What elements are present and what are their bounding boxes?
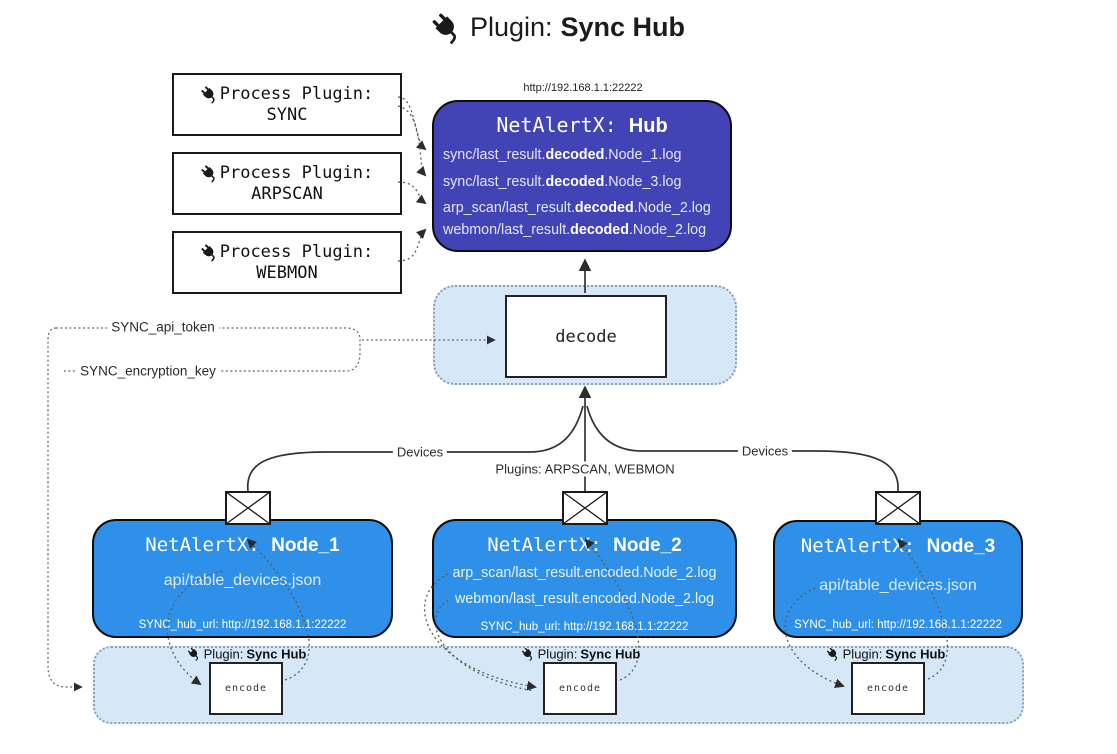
node1-hub-url: SYNC_hub_url: http://192.168.1.1:22222 (138, 619, 347, 631)
plug-icon (197, 240, 221, 264)
hub-box: NetAlertX: Hub sync/last_result.decoded.… (432, 100, 732, 252)
page-title: Plugin: Sync Hub (0, 12, 1117, 43)
encode-label: encode (866, 683, 910, 694)
hub-log-line: sync/last_result.decoded.Node_1.log (443, 147, 682, 163)
hub-url-label: http://192.168.1.1:22222 (523, 82, 643, 94)
plug-icon (185, 645, 203, 663)
decode-label: decode (555, 326, 617, 347)
plug-icon (197, 82, 221, 106)
decode-box: decode (505, 295, 667, 378)
process-plugin-label: Process Plugin: (219, 242, 374, 262)
node2-box: NetAlertX: Node_2 arp_scan/last_result.e… (432, 519, 737, 638)
encode-label: encode (224, 683, 268, 694)
node3-file: api/table_devices.json (819, 577, 977, 594)
process-plugin-name: WEBMON (256, 263, 318, 283)
process-plugin-sync-box: Process Plugin: SYNC (172, 73, 402, 136)
sync-api-token-label: SYNC_api_token (107, 319, 219, 335)
node3-title: NetAlertX: Node_3 (800, 535, 996, 557)
sync-encryption-key-label: SYNC_encryption_key (76, 363, 220, 379)
encode-box-3: encode (851, 662, 925, 715)
hub-title-prefix: NetAlertX: (496, 113, 629, 137)
page-title-prefix: Plugin: (469, 12, 553, 42)
encoder1-plugin-label: Plugin: Sync Hub (185, 645, 306, 663)
node3-hub-url: SYNC_hub_url: http://192.168.1.1:22222 (794, 619, 1002, 631)
process-plugin-webmon-box: Process Plugin: WEBMON (172, 231, 402, 294)
devices-label-left: Devices (392, 444, 448, 460)
node2-file: webmon/last_result.encoded.Node_2.log (454, 591, 715, 607)
plug-icon (197, 161, 221, 185)
page-title-bold: Sync Hub (560, 12, 686, 42)
node3-box: NetAlertX: Node_3 api/table_devices.json… (773, 520, 1023, 638)
node1-file: api/table_devices.json (163, 572, 322, 589)
node2-hub-url: SYNC_hub_url: http://192.168.1.1:22222 (480, 621, 689, 633)
devices-label-right: Devices (737, 443, 793, 459)
encoder2-plugin-label: Plugin: Sync Hub (519, 645, 640, 663)
encoder3-plugin-label: Plugin: Sync Hub (824, 645, 945, 663)
process-plugin-label: Process Plugin: (219, 84, 374, 104)
node2-file: arp_scan/last_result.encoded.Node_2.log (452, 565, 717, 581)
hub-title: NetAlertX: Hub (434, 113, 730, 138)
plug-icon (824, 645, 842, 663)
hub-title-bold: Hub (628, 115, 668, 137)
node1-title: NetAlertX: Node_1 (145, 534, 340, 556)
hub-log-line: webmon/last_result.decoded.Node_2.log (443, 222, 707, 238)
process-plugin-name: ARPSCAN (251, 184, 323, 204)
plugins-edge-label: Plugins: ARPSCAN, WEBMON (491, 461, 679, 477)
hub-log-line: sync/last_result.decoded.Node_3.log (443, 174, 682, 190)
process-plugin-name: SYNC (266, 105, 308, 125)
plug-icon (426, 6, 468, 48)
encode-label: encode (558, 683, 602, 694)
node2-title: NetAlertX: Node_2 (487, 534, 682, 556)
hub-log-line: arp_scan/last_result.decoded.Node_2.log (443, 200, 711, 216)
process-plugin-arpscan-box: Process Plugin: ARPSCAN (172, 152, 402, 215)
node1-box: NetAlertX: Node_1 api/table_devices.json… (92, 519, 393, 638)
encode-box-2: encode (543, 662, 617, 715)
process-plugin-label: Process Plugin: (219, 163, 374, 183)
plugin-to-hub-connectors (397, 96, 427, 262)
encode-box-1: encode (209, 662, 283, 715)
plug-icon (519, 645, 537, 663)
